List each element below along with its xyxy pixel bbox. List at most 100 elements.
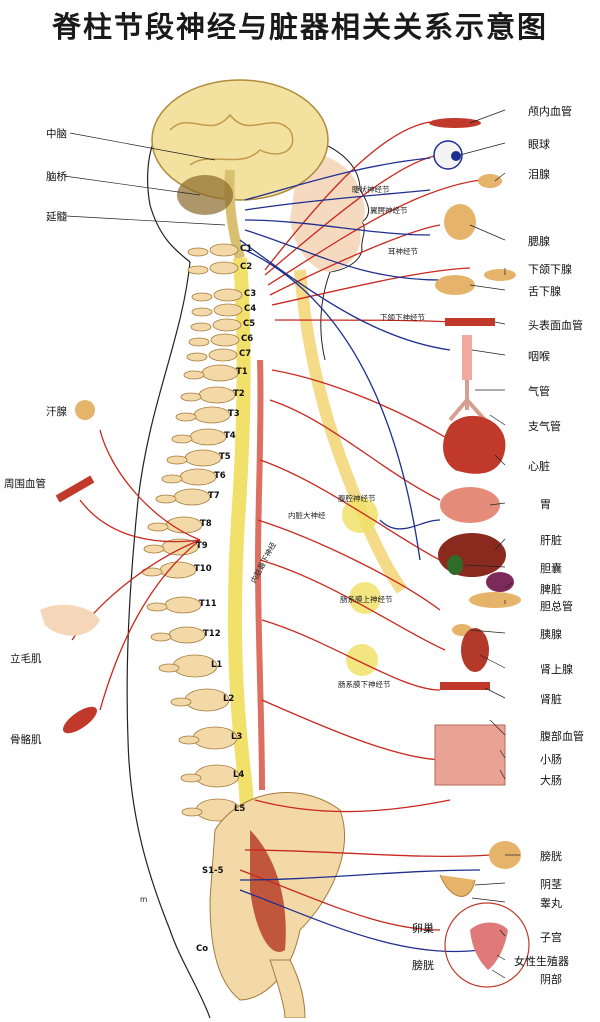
spinous-process-t11 [146,602,168,612]
label-parotid-gland: 腮腺 [528,235,550,248]
label-vagina: 阴部 [540,973,562,986]
spinous-process-c4 [191,307,213,317]
diagram-title: 脊柱节段神经与脏器相关关系示意图 [51,10,548,44]
face-outline [314,139,369,361]
vertebra-label-t10: T10 [194,564,212,574]
label-midbrain: 中脑 [46,128,67,140]
vertebra-label-t1: T1 [236,367,248,377]
vertebra-t3 [193,406,231,424]
parasympathetic-nerves [239,157,481,953]
label-arrector-pili: 立毛肌 [10,653,42,665]
label-gallbladder: 胆囊 [540,562,562,575]
label-kidney: 肾脏 [540,693,562,706]
stomach-shape [440,487,500,523]
vertebra-t2 [198,386,236,404]
label-lacrimal-gland: 泪腺 [528,168,550,181]
vertebra-label-t5: T5 [219,452,231,462]
vertebra-label-l5: L5 [234,804,246,814]
vertebra-label-t12: T12 [203,629,221,639]
vertebra-t6 [179,468,217,486]
vertebra-label-t6: T6 [214,471,226,481]
intracranial-vessel-shape [429,118,481,128]
label-submandibular-ganglion: 下颌下神经节 [380,313,425,322]
vertebra-label-t8: T8 [200,519,212,529]
lacrimal-gland-shape [478,174,502,188]
spinous-process-c5 [190,322,212,332]
arrector-pili-shape [40,604,100,636]
label-liver: 肝脏 [540,534,562,547]
skeletal-muscle-shape [62,706,98,734]
vertebra-label-l3: L3 [231,732,243,742]
label-skeletal-muscle: 骨骼肌 [10,734,42,746]
label-m-mark: m [140,895,148,904]
label-peripheral-vessel: 周围血管 [4,478,46,490]
trachea-shape [448,380,487,422]
label-small-intestine: 小肠 [540,753,562,766]
label-pons: 脑桥 [46,171,67,183]
vertebra-label-l4: L4 [233,770,245,780]
penis-testis-shape [439,874,476,897]
spinous-process-c6 [188,337,210,347]
spinous-process-c7 [186,352,208,362]
spleen-shape [486,572,514,592]
label-greater-splanchnic: 内脏大神经 [288,511,326,520]
eyeball-shape [433,140,463,170]
vertebra-t4 [189,428,227,446]
abdominal-vessel-shape [440,682,490,690]
label-abdominal-vessels: 腹部血管 [540,730,584,743]
spinous-process-t5 [166,455,188,465]
label-inferior-mesenteric-ganglion: 肠系膜下神经节 [338,680,391,689]
face-skin [290,150,365,272]
esophagus [294,269,407,594]
cerebellum [177,175,233,215]
vertebra-c1 [209,243,239,257]
spinous-process-t6 [161,474,183,484]
vertebra-t11 [164,596,202,614]
brain [151,79,329,201]
head-vessel-shape [445,318,495,326]
spinous-process-t3 [175,412,197,422]
vertebra-t5 [184,449,222,467]
spinous-process-c2 [187,265,209,275]
label-female-genitals: 女性生殖器 [514,955,569,968]
spinous-process-t2 [180,392,202,402]
label-bladder: 膀胱 [540,850,562,863]
label-pancreas: 胰腺 [540,628,562,641]
label-intracranial-vessels: 颅内血管 [528,105,572,118]
gallbladder-shape [447,555,463,575]
peripheral-vessel-shape [55,475,95,503]
inferior-mesenteric-ganglion [346,644,378,676]
vertebra-label-t9: T9 [196,541,208,551]
aorta [254,359,265,791]
vertebra-label-t11: T11 [199,599,217,609]
label-pharynx-larynx: 咽喉 [528,350,550,363]
vertebra-label-t3: T3 [228,409,240,419]
vertebra-c3 [213,288,243,302]
pelvic-muscle [250,830,286,952]
body-outline [126,81,231,1019]
label-bronchi: 支气管 [528,420,561,433]
label-common-bile-duct: 胆总管 [540,600,573,613]
spinous-process-l1 [158,663,180,673]
parotid-gland-shape [444,204,476,240]
vertebra-t12 [168,626,206,644]
kidney-shape [461,628,489,672]
vertebra-label-l2: L2 [223,694,235,704]
label-trachea: 气管 [528,385,550,398]
vertebra-c6 [210,333,240,347]
spinous-process-t9 [143,544,165,554]
spinous-process-t4 [171,434,193,444]
uterus-shape [470,922,508,970]
spinous-process-l2 [170,697,192,707]
label-superior-mesenteric-ganglion: 肠系膜上神经节 [340,595,393,604]
label-otic-ganglion: 耳神经节 [388,247,418,256]
label-head-surface-vessels: 头表面血管 [528,319,583,332]
sublingual-gland-shape [484,269,516,281]
label-submandibular-gland: 下颌下腺 [528,263,572,276]
femur [269,959,306,1019]
vertebra-t1 [201,364,239,382]
pancreas-shape [469,592,521,608]
vertebra-c4 [213,303,243,317]
